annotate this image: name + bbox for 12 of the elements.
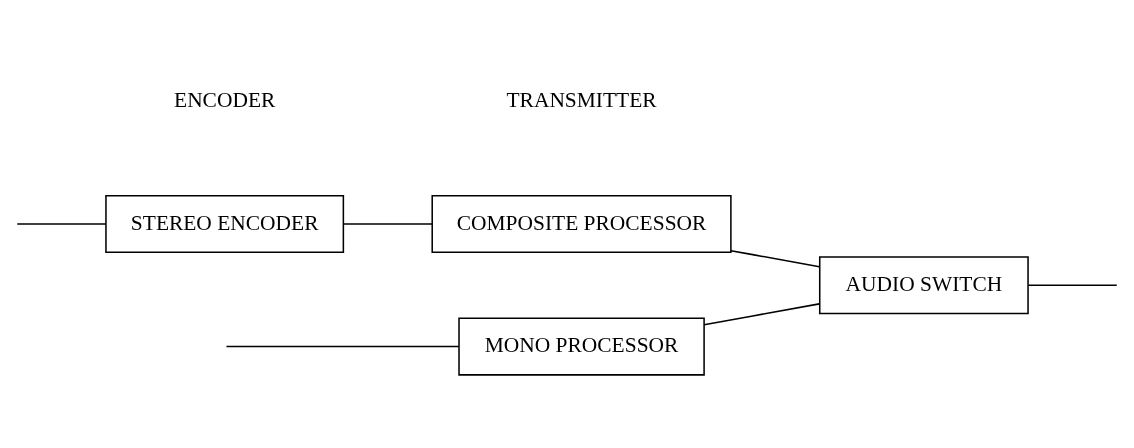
connector	[1027, 284, 1118, 287]
connector	[225, 345, 460, 348]
label: TRANSMITTER	[506, 88, 657, 113]
label: ENCODER	[174, 88, 276, 113]
connector	[730, 249, 821, 268]
node-box: COMPOSITE PROCESSOR	[431, 194, 732, 254]
node-box: STEREO ENCODER	[105, 194, 345, 254]
connector	[16, 223, 107, 225]
node-box: AUDIO SWITCH	[818, 256, 1029, 315]
connector	[342, 223, 433, 225]
node-box: MONO PROCESSOR	[458, 317, 705, 376]
connector	[703, 303, 821, 326]
